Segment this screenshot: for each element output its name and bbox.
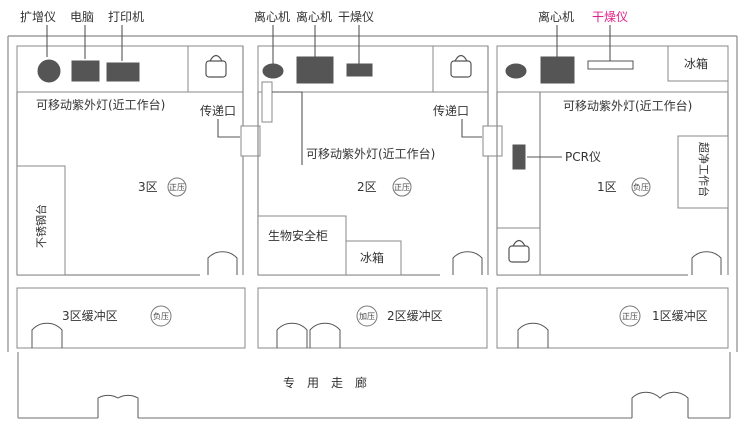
room3-equipment-label-1: 电脑 xyxy=(70,10,94,24)
room1-pressure: 负压 xyxy=(633,182,649,192)
clean-bench-label: 超净工作台 xyxy=(697,142,711,197)
room-1: 冰箱 离心机 干燥仪 可移动紫外灯(近工作台) PCR仪 1区 负压 超净工作台 xyxy=(496,9,729,276)
buffer3-door[interactable] xyxy=(31,322,63,348)
buffer2-door-b[interactable] xyxy=(309,322,341,348)
room1-centrifuge-1 xyxy=(505,63,527,79)
room-3: 扩增仪 电脑 打印机 可移动紫外灯(近工作台) 不锈钢台 3区 正压 xyxy=(16,10,244,276)
room3-door[interactable] xyxy=(207,251,238,275)
room-2: 离心机 离心机 干燥仪 可移动紫外灯(近工作台) 2区 正压 生物安全柜 冰箱 xyxy=(254,9,489,276)
room2-side-cabinet xyxy=(432,45,489,93)
room3-pressure: 正压 xyxy=(169,183,185,192)
buffer1-pressure-badge xyxy=(619,305,641,327)
bag-icon xyxy=(450,54,472,78)
room3-pressure-badge xyxy=(167,177,187,197)
room1-door[interactable] xyxy=(691,251,722,275)
corridor-label: 专 用 走 廊 xyxy=(283,375,367,390)
room3-equipment-label-0: 扩增仪 xyxy=(20,10,56,24)
room1-fridge-label: 冰箱 xyxy=(684,56,708,71)
buffer2-pressure-badge xyxy=(356,305,378,327)
room1-fridge xyxy=(667,45,729,82)
room3-equipment-label-2: 打印机 xyxy=(108,10,144,24)
corridor-door-right[interactable] xyxy=(631,391,689,418)
buffer-3 xyxy=(16,287,246,349)
room1-pressure-badge xyxy=(631,177,651,197)
centrifuge-2 xyxy=(296,56,334,84)
room1-centrifuge-label: 离心机 xyxy=(538,9,574,24)
buffer3-pressure: 负压 xyxy=(153,311,169,321)
room3-zone: 3区 xyxy=(138,180,158,194)
room3-side-cabinet xyxy=(187,45,244,93)
room2-door[interactable] xyxy=(452,251,483,275)
room1-uv-lamp: 可移动紫外灯(近工作台) xyxy=(563,98,692,113)
room2-equipment-label-1: 离心机 xyxy=(296,9,332,24)
corridor: 专 用 走 廊 xyxy=(97,375,689,418)
room1-bag-cabinet xyxy=(496,227,541,276)
stainless-table xyxy=(16,165,66,276)
buffer1-pressure: 正压 xyxy=(622,312,638,321)
pass-box-left-rect xyxy=(240,125,261,157)
stainless-table-label: 不锈钢台 xyxy=(34,204,48,248)
pass-box-right: 传递口 xyxy=(433,103,503,157)
buffer-1 xyxy=(496,287,729,349)
room2-fridge xyxy=(345,240,402,276)
buffer2-pressure: 加压 xyxy=(359,311,375,321)
room2-zone: 2区 xyxy=(357,180,377,194)
printer-device xyxy=(106,62,140,82)
computer-device xyxy=(71,60,100,82)
room1-zone: 1区 xyxy=(597,180,617,194)
buffer3-label: 3区缓冲区 xyxy=(62,308,118,323)
dryer-device xyxy=(346,63,373,77)
bag-icon xyxy=(205,54,227,78)
pass-box-left: 传递口 xyxy=(200,103,261,157)
buffer2-label: 2区缓冲区 xyxy=(387,308,443,323)
room2-equipment-label-2: 干燥仪 xyxy=(338,10,374,24)
room2-uv-lamp: 可移动紫外灯(近工作台) xyxy=(306,146,435,161)
room3-uv-lamp: 可移动紫外灯(近工作台) xyxy=(36,97,165,112)
room2-equipment-label-0: 离心机 xyxy=(254,9,290,24)
amplifier-device xyxy=(37,59,61,83)
uv-lamp-fixture xyxy=(261,81,273,123)
room1-dryer-label: 干燥仪 xyxy=(592,10,628,24)
buffer1-label: 1区缓冲区 xyxy=(652,308,708,323)
room1-pcr-label: PCR仪 xyxy=(565,150,601,164)
pass-box-right-label: 传递口 xyxy=(433,103,469,118)
room2-pressure-badge xyxy=(392,177,412,197)
pcr-device xyxy=(512,144,526,170)
room2-pressure: 正压 xyxy=(394,183,410,192)
pass-box-left-label: 传递口 xyxy=(200,103,236,118)
bag-icon xyxy=(508,239,530,263)
buffer-zones: 3区缓冲区 负压 加压 2区缓冲区 正压 1区缓冲区 xyxy=(16,287,729,349)
room2-fridge-label: 冰箱 xyxy=(360,250,384,265)
clean-bench xyxy=(677,135,729,209)
buffer1-door[interactable] xyxy=(517,322,549,348)
outer-walls xyxy=(7,35,738,419)
room1-centrifuge-2 xyxy=(540,56,575,84)
pass-box-right-rect xyxy=(482,125,503,157)
buffer2-door-a[interactable] xyxy=(276,322,308,348)
biosafety-cabinet-label: 生物安全柜 xyxy=(268,228,328,243)
room1-dryer xyxy=(587,60,634,70)
buffer3-pressure-badge xyxy=(150,305,172,327)
biosafety-cabinet xyxy=(257,215,347,276)
corridor-door-left[interactable] xyxy=(97,394,139,418)
centrifuge-1 xyxy=(262,63,284,79)
